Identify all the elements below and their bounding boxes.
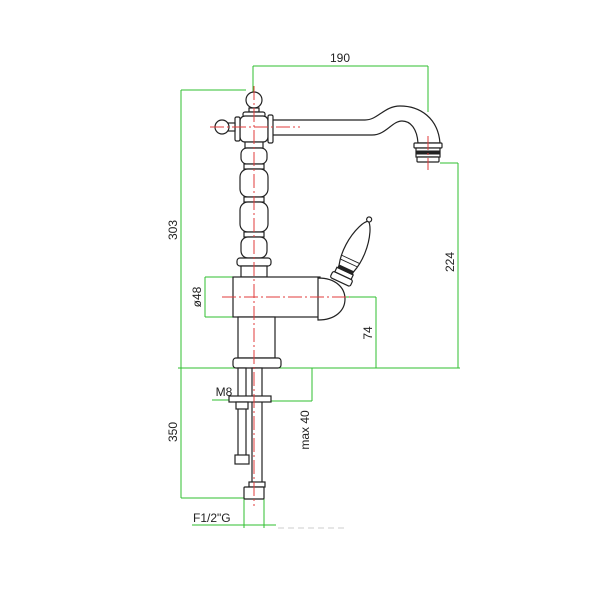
hub-ring-right: [267, 114, 274, 144]
base-column: [237, 316, 276, 359]
label-handle-axis-height: 74: [361, 326, 375, 340]
label-hose-connection: F1/2"G: [193, 511, 231, 525]
label-spout-reach: 190: [330, 51, 350, 65]
threaded-rod: [237, 367, 247, 457]
dimension-lines: [178, 65, 460, 528]
label-outlet-height: 224: [443, 252, 457, 272]
handle-tip: [366, 216, 373, 223]
handle-grip: [338, 220, 371, 273]
threaded-rod-nut: [234, 454, 250, 465]
label-hose-length: 350: [166, 422, 180, 442]
label-rod-thread: M8: [216, 385, 233, 399]
hose-fitting-neck: [248, 481, 266, 488]
spout: [271, 105, 441, 144]
label-max-thickness: max 40: [298, 410, 312, 450]
lever-handle: [330, 216, 373, 287]
handle-stripe-2: [341, 254, 360, 264]
base-flange: [232, 357, 282, 369]
center-lines: [210, 86, 429, 506]
hub-ring-left: [234, 116, 241, 142]
label-total-height: 303: [166, 220, 180, 240]
mounting-nut: [235, 401, 249, 410]
mounting-plate: [228, 395, 272, 403]
faucet: [214, 91, 443, 500]
label-body-diameter: ø48: [190, 286, 204, 307]
cartridge-housing: [317, 277, 346, 321]
handle-stripe-1: [340, 258, 358, 268]
dimension-labels: 190 303 224 ø48 74 M8 max 40 350 F1/2"G: [166, 51, 457, 525]
